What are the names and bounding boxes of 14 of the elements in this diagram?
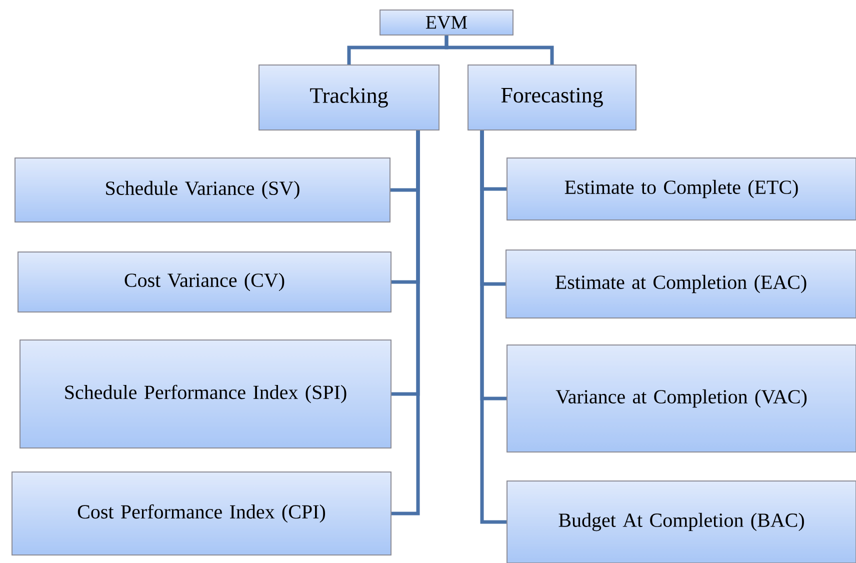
box: Cost Variance (CV) (18, 252, 392, 312)
box: Estimate to Complete (ETC) (506, 158, 856, 220)
box: Budget At Completion (BAC) (506, 480, 856, 563)
box: Schedule Performance Index (SPI) (20, 340, 392, 448)
box: Forecasting (468, 64, 636, 130)
box: Estimate at Completion (EAC) (506, 250, 856, 318)
box: Variance at Completion (VAC) (506, 344, 856, 452)
connector (444, 36, 554, 64)
box: Tracking (258, 64, 440, 130)
box: EVM (380, 10, 514, 36)
box: Schedule Variance (SV) (14, 158, 390, 222)
connector (480, 130, 506, 524)
connector (392, 130, 420, 516)
box: Cost Performance Index (CPI) (12, 472, 392, 556)
